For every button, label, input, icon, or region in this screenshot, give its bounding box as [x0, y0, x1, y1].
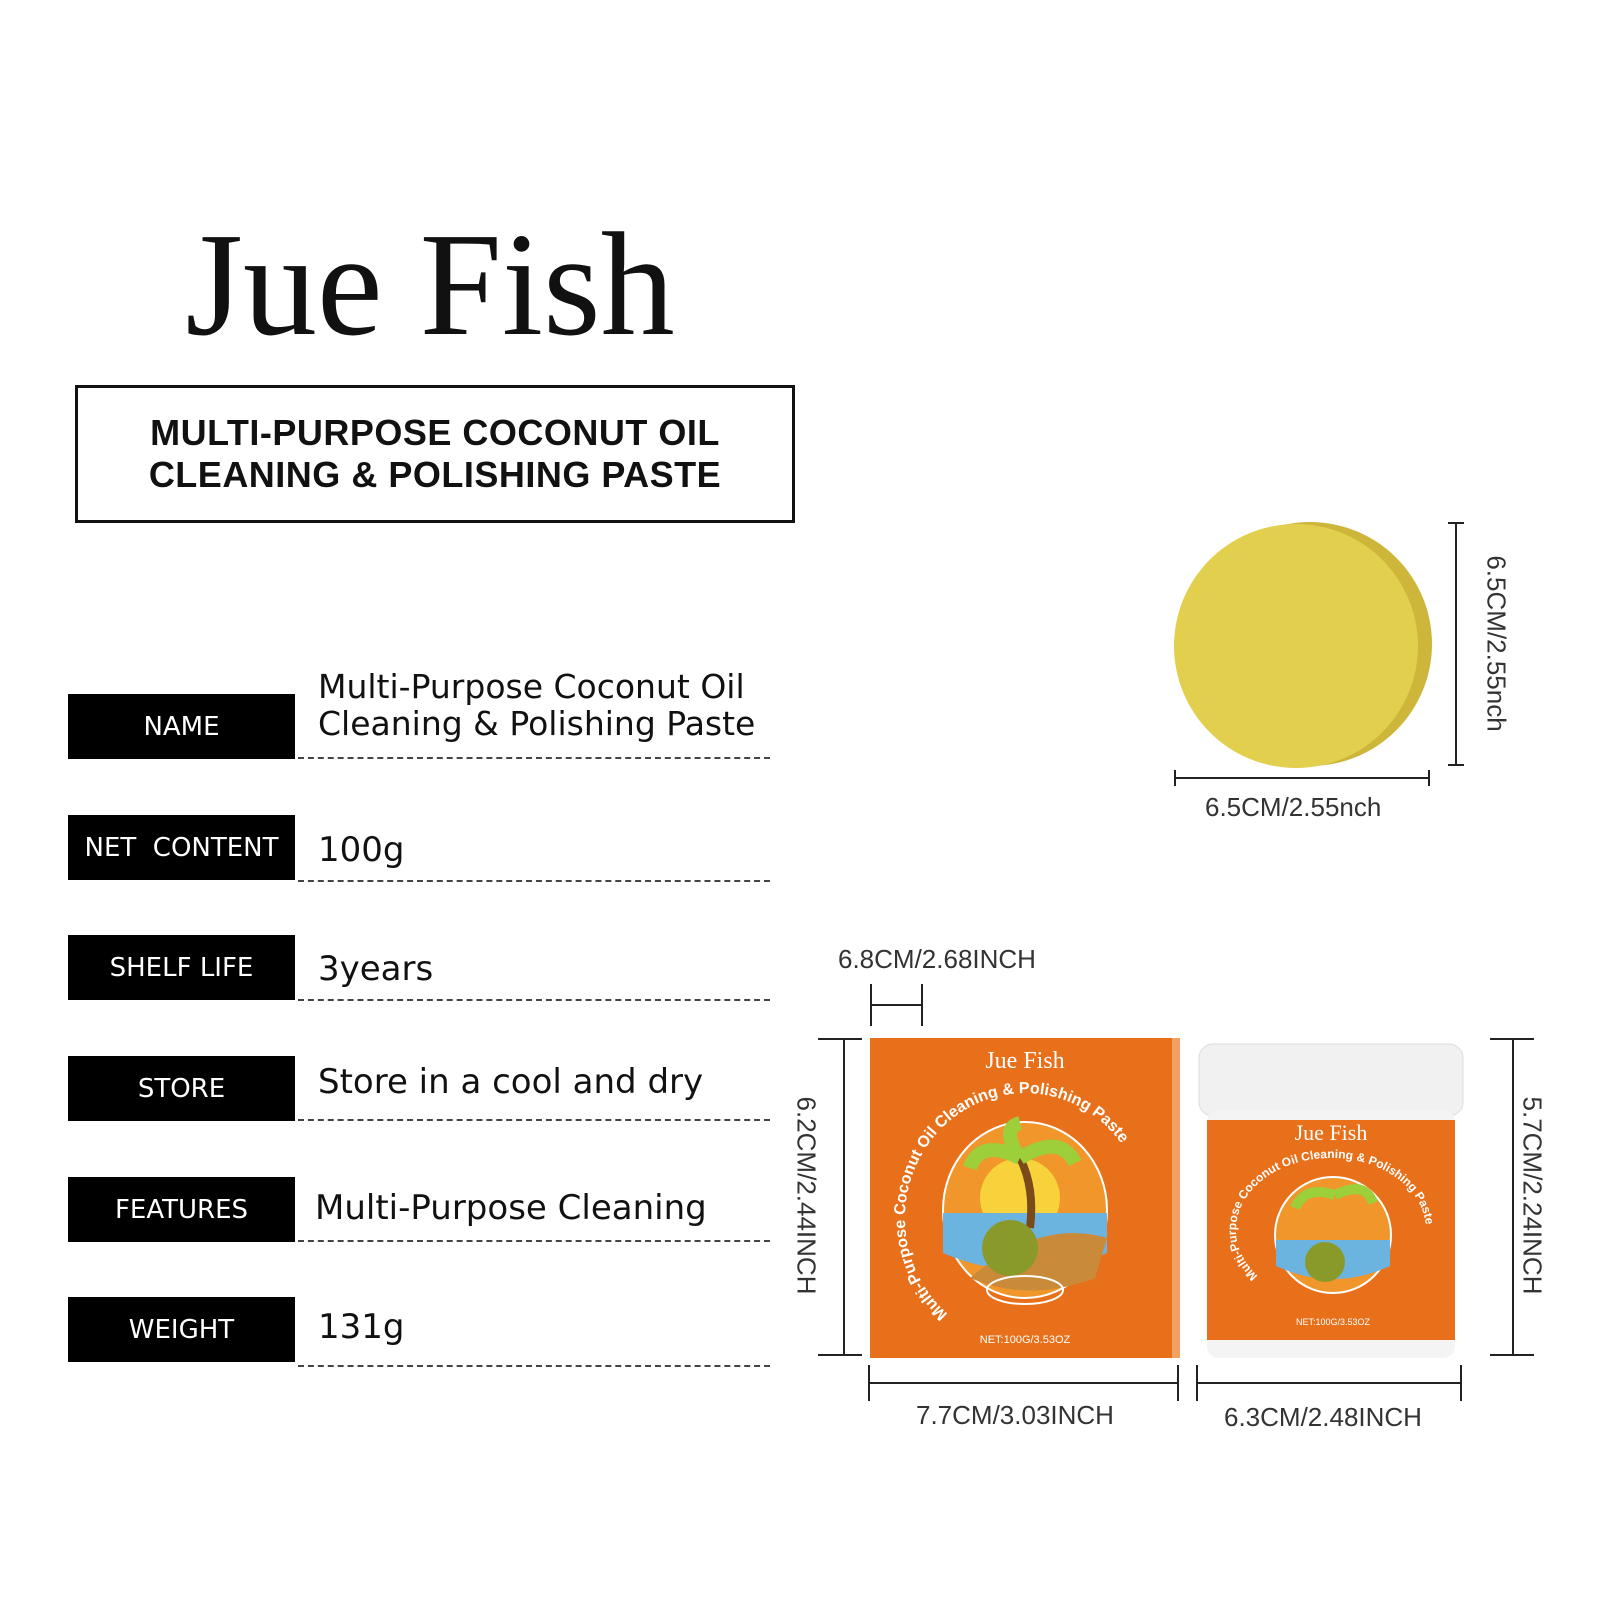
- product-title-box: MULTI-PURPOSE COCONUT OIL CLEANING & POL…: [75, 385, 795, 523]
- box-image: Jue Fish NET:100G/3.53OZ Multi-Purpose C…: [870, 1038, 1180, 1358]
- spec-label-name: NAME: [68, 694, 295, 759]
- spec-value-shelf-life: 3years: [318, 949, 434, 989]
- dimension-tick: [818, 1354, 862, 1356]
- dimension-line: [843, 1038, 845, 1356]
- spec-value-store: Store in a cool and dry: [318, 1062, 704, 1102]
- divider: [298, 999, 770, 1001]
- divider: [298, 1365, 770, 1367]
- dimension-tick: [818, 1038, 862, 1040]
- box-height-label: 6.2CM/2.44INCH: [791, 1096, 822, 1295]
- dimension-tick: [1490, 1354, 1534, 1356]
- dimension-line: [1455, 522, 1457, 766]
- dimension-line: [1512, 1038, 1514, 1356]
- jar-net: NET:100G/3.53OZ: [1296, 1317, 1371, 1327]
- dimension-line: [1197, 1382, 1462, 1384]
- spec-label-store: STORE: [68, 1056, 295, 1121]
- title-line-1: MULTI-PURPOSE COCONUT OIL: [150, 412, 720, 453]
- dimension-tick: [1174, 770, 1176, 786]
- dimension-tick: [1490, 1038, 1534, 1040]
- divider: [298, 880, 770, 882]
- box-net: NET:100G/3.53OZ: [980, 1334, 1071, 1346]
- box-brand: Jue Fish: [985, 1048, 1064, 1074]
- dimension-tick: [1448, 522, 1464, 524]
- jar-height-label: 5.7CM/2.24INCH: [1517, 1096, 1548, 1295]
- dimension-line: [870, 1004, 922, 1006]
- spec-value-name-2: Cleaning & Polishing Paste: [318, 704, 756, 743]
- divider: [298, 757, 770, 759]
- spec-value-features: Multi-Purpose Cleaning: [315, 1188, 707, 1228]
- spec-value-net-content: 100g: [318, 830, 405, 870]
- divider: [298, 1119, 770, 1121]
- dimension-tick: [868, 1365, 870, 1401]
- dimension-tick: [1196, 1365, 1198, 1401]
- spec-value-name-1: Multi-Purpose Coconut Oil: [318, 667, 745, 706]
- spec-label-net-content: NET CONTENT: [68, 815, 295, 880]
- sponge-width-label: 6.5CM/2.55nch: [1205, 792, 1382, 822]
- box-depth-label: 6.8CM/2.68INCH: [838, 944, 1036, 974]
- dimension-line: [1175, 777, 1429, 779]
- brand-title: Jue Fish: [185, 203, 675, 367]
- sponge-image: [1174, 524, 1418, 768]
- jar-width-label: 6.3CM/2.48INCH: [1224, 1402, 1422, 1432]
- dimension-tick: [1177, 1365, 1179, 1401]
- divider: [298, 1240, 770, 1242]
- sponge-height-label: 6.5CM/2.55nch: [1481, 555, 1512, 732]
- jar-brand: Jue Fish: [1295, 1120, 1368, 1145]
- dimension-tick: [1448, 764, 1464, 766]
- dimension-line: [868, 1382, 1178, 1384]
- dimension-tick: [921, 984, 923, 1026]
- jar-image: Jue Fish NET:100G/3.53OZ Multi-Purpose C…: [1198, 1043, 1464, 1358]
- title-line-2: CLEANING & POLISHING PASTE: [148, 454, 722, 495]
- dimension-tick: [1460, 1365, 1462, 1401]
- dimension-tick: [1428, 770, 1430, 786]
- label-text: NET CONTENT: [84, 832, 279, 863]
- spec-value-weight: 131g: [318, 1307, 405, 1347]
- spec-label-weight: WEIGHT: [68, 1297, 295, 1362]
- spec-label-features: FEATURES: [68, 1177, 295, 1242]
- box-width-label: 7.7CM/3.03INCH: [916, 1400, 1114, 1430]
- spec-label-shelf-life: SHELF LIFE: [68, 935, 295, 1000]
